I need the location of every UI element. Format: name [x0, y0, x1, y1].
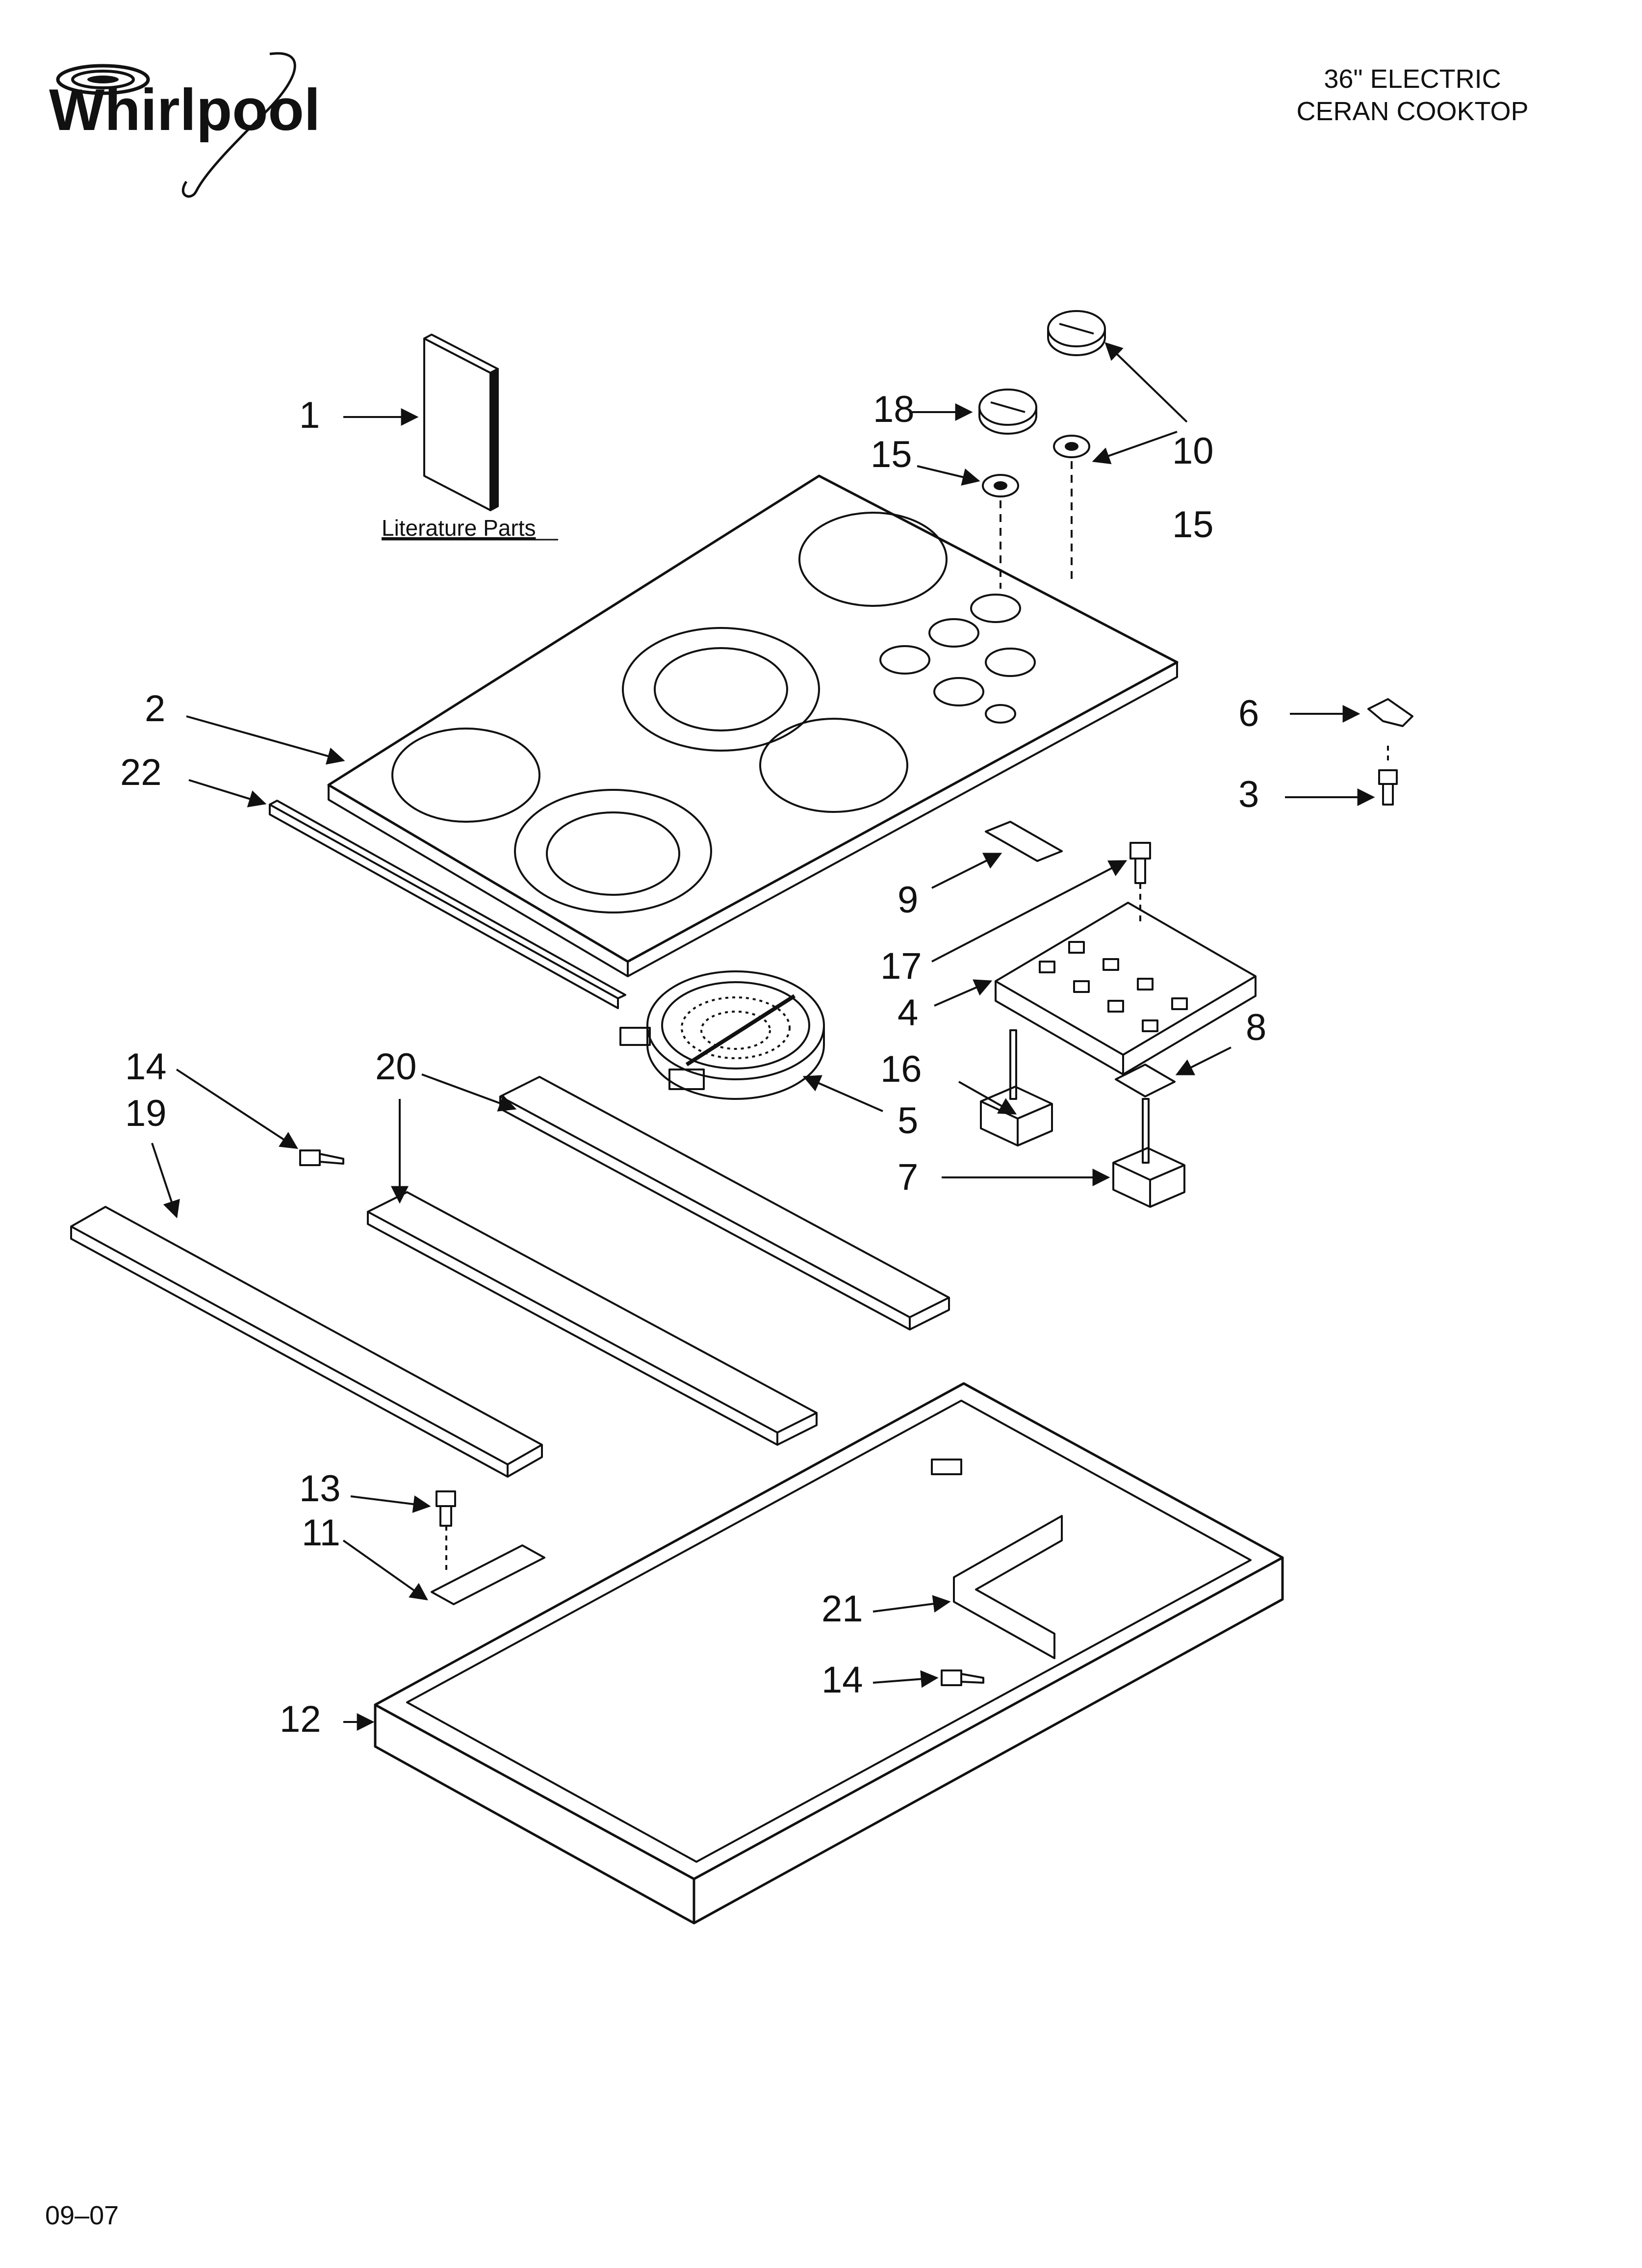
callout-7: 7: [898, 1156, 918, 1198]
callout-1: 1: [299, 394, 320, 436]
callout-labels: 1 Literature Parts 2 22 18 15 10 15 6 3 …: [120, 389, 1266, 1740]
whirlpool-logo: Whirlpool: [49, 52, 320, 198]
callout-17: 17: [880, 945, 922, 987]
callout-18: 18: [873, 389, 915, 430]
bracket-21: [953, 1515, 1063, 1659]
callout-arrows: [151, 342, 1375, 1731]
control-knob-10: [1047, 310, 1106, 356]
knob-washer-15-right: [1053, 435, 1090, 584]
front-trim-strip: [269, 800, 626, 1009]
control-label-strip: [985, 821, 1063, 862]
callout-11: 11: [302, 1512, 340, 1554]
support-rail-19: [70, 1206, 543, 1478]
screw-17: [1129, 842, 1151, 922]
infinite-switch-7: [1112, 1098, 1185, 1208]
callout-14-upper: 14: [125, 1046, 167, 1088]
callout-3: 3: [1238, 774, 1259, 815]
callout-5: 5: [898, 1100, 918, 1142]
title-line-2: CERAN COOKTOP: [1296, 97, 1529, 126]
callout-14-lower: 14: [821, 1659, 863, 1701]
callout-6: 6: [1238, 693, 1259, 734]
literature-book: [423, 334, 499, 511]
bracket-11: [431, 1544, 545, 1605]
title-line-1: 36" ELECTRIC: [1324, 64, 1501, 94]
control-housing-box: [995, 902, 1257, 1075]
callout-15-right: 15: [1172, 504, 1214, 546]
callout-16: 16: [880, 1048, 922, 1090]
control-knob-18: [978, 389, 1037, 435]
callout-13: 13: [299, 1468, 341, 1510]
literature-parts-label: Literature Parts: [382, 515, 536, 541]
callout-10: 10: [1172, 430, 1214, 472]
clip-6: [1367, 698, 1413, 727]
callout-9: 9: [898, 879, 918, 921]
ceran-glass-cooktop: [327, 474, 1179, 977]
callout-15-left: 15: [871, 434, 912, 475]
screw-13: [436, 1490, 456, 1575]
knob-washer-15-left: [982, 474, 1019, 589]
date-code: 09–07: [45, 2201, 119, 2230]
base-pan: [374, 1382, 1284, 1925]
screw-14-upper: [299, 1149, 344, 1166]
brand-name: Whirlpool: [49, 77, 320, 143]
callout-21: 21: [821, 1588, 863, 1630]
callout-8: 8: [1246, 1007, 1266, 1048]
radiant-surface-element: [619, 970, 825, 1100]
mounting-plate: [1115, 1064, 1176, 1097]
model-title: 36" ELECTRIC CERAN COOKTOP: [1241, 63, 1584, 128]
callout-4: 4: [898, 992, 918, 1034]
infinite-switch-16: [980, 1029, 1053, 1147]
callout-12: 12: [280, 1698, 321, 1740]
callout-22: 22: [120, 752, 162, 793]
screw-3: [1378, 769, 1398, 806]
callout-20: 20: [375, 1046, 417, 1088]
screw-14-lower: [941, 1669, 984, 1686]
callout-19: 19: [125, 1093, 167, 1134]
callout-2: 2: [145, 688, 165, 730]
